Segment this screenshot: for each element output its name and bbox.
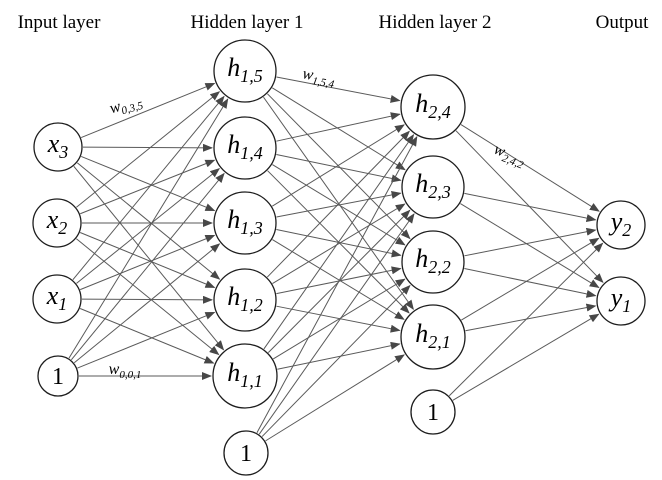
node-bias1-circle xyxy=(223,430,269,476)
edge-x2-h1_4 xyxy=(80,159,216,215)
edge-x1-h1_5 xyxy=(72,95,225,281)
weight-label-w_1_5_4: w1,5,4 xyxy=(301,65,337,90)
edge-h1_5-h2_3 xyxy=(271,87,406,171)
edge-x1-h1_4 xyxy=(76,168,221,284)
node-h2_3-label: h2,3 xyxy=(415,169,451,202)
edge-h1_3-h2_4 xyxy=(271,124,405,207)
edge-bias0-h1_4 xyxy=(70,172,225,361)
node-y1-label: y1 xyxy=(608,283,632,316)
node-h1_4-label: h1,4 xyxy=(227,130,263,163)
edge-h2_3-y2 xyxy=(464,192,597,222)
layer-title-output: Output xyxy=(595,12,649,33)
edge-h2_2-y2 xyxy=(464,227,597,257)
edge-h2_2-y1 xyxy=(464,268,597,298)
edge-h1_2-h2_3 xyxy=(272,203,406,284)
edge-h1_3-h2_1 xyxy=(272,239,405,320)
node-x2-label: x2 xyxy=(46,205,68,238)
node-bias2-circle xyxy=(410,389,456,435)
node-x2-circle xyxy=(32,198,82,248)
edge-bias1-h2_4 xyxy=(256,136,418,434)
node-x3-circle xyxy=(33,122,83,172)
node-x3-label: x3 xyxy=(47,129,69,162)
edge-h1_5-h2_1 xyxy=(263,96,414,311)
node-bias1-label: 1 xyxy=(240,441,252,467)
weight-label-w_0_0_1: w0,0,1 xyxy=(109,361,142,381)
node-h1_5-label: h1,5 xyxy=(227,53,263,86)
weight-label-w_0_3_5: w0,3,5 xyxy=(108,92,145,120)
edge-bias1-h2_2 xyxy=(261,284,411,437)
node-h1_5-circle xyxy=(213,39,277,103)
edge-h2_3-y1 xyxy=(460,203,600,289)
edge-h1_2-h2_1 xyxy=(276,305,401,333)
node-h1_2-label: h1,2 xyxy=(227,282,263,315)
node-h1_1-circle xyxy=(212,343,278,409)
edge-x2-h1_1 xyxy=(76,238,220,356)
node-h2_1-label: h2,1 xyxy=(415,319,451,352)
node-h2_2-circle xyxy=(401,230,465,294)
edge-h2_1-y1 xyxy=(465,303,597,332)
edge-x1-h1_1 xyxy=(79,308,215,364)
edge-x3-h1_5 xyxy=(80,82,216,139)
edge-bias2-y1 xyxy=(452,313,600,401)
edge-h1_1-h2_4 xyxy=(263,134,415,350)
layer-title-input: Input layer xyxy=(17,12,101,33)
edge-bias2-y2 xyxy=(448,242,604,397)
layer-title-hidden-1: Hidden layer 1 xyxy=(190,12,304,33)
node-h2_1-circle xyxy=(400,304,466,370)
edge-h1_5-h2_2 xyxy=(267,93,411,240)
node-h1_3-circle xyxy=(213,191,277,255)
edge-x2-h1_2 xyxy=(79,232,216,288)
edge-x2-h1_5 xyxy=(76,91,221,208)
edge-h1_3-h2_3 xyxy=(276,190,402,218)
edge-x3-h1_1 xyxy=(73,166,225,351)
edge-h1_1-h2_1 xyxy=(277,341,401,370)
node-h2_4-circle xyxy=(400,74,466,140)
node-h1_2-circle xyxy=(213,268,277,332)
edge-h2_1-y2 xyxy=(461,237,600,321)
node-x1-label: x1 xyxy=(46,281,68,314)
node-y1-circle xyxy=(596,276,646,326)
node-h1_3-label: h1,3 xyxy=(227,205,263,238)
edge-h2_4-y2 xyxy=(460,124,600,212)
edge-bias0-h1_3 xyxy=(73,243,221,364)
node-bias0-label: 1 xyxy=(52,364,64,390)
edge-x3-h1_3 xyxy=(80,155,216,212)
node-y2-label: y2 xyxy=(608,207,632,240)
weight-label-w_2_4_2: w2,4,2 xyxy=(490,141,528,172)
node-bias2-label: 1 xyxy=(427,400,439,426)
edge-h1_4-h2_4 xyxy=(276,112,401,142)
edge-bias1-h2_3 xyxy=(258,213,415,435)
edge-x1-h1_2 xyxy=(81,295,214,304)
node-y2-circle xyxy=(596,200,646,250)
node-x1-circle xyxy=(32,274,82,324)
edge-x1-h1_3 xyxy=(79,234,216,291)
edge-x3-h1_4 xyxy=(82,143,214,152)
edge-bias1-h2_1 xyxy=(265,354,405,442)
edge-h1_5-h2_4 xyxy=(276,76,401,103)
node-h2_4-label: h2,4 xyxy=(415,89,451,122)
node-h2_2-label: h2,2 xyxy=(415,244,451,277)
node-bias0-circle xyxy=(37,355,79,397)
edge-h1_2-h2_4 xyxy=(266,130,410,278)
node-h2_3-circle xyxy=(401,155,465,219)
edge-x3-h1_2 xyxy=(77,162,221,280)
layer-title-hidden-2: Hidden layer 2 xyxy=(378,12,492,33)
edges-group xyxy=(68,76,604,442)
edge-h1_1-h2_2 xyxy=(272,278,406,360)
edge-bias0-h1_5 xyxy=(68,98,229,359)
node-h1_1-label: h1,1 xyxy=(227,358,263,391)
edge-bias0-h1_2 xyxy=(77,311,216,369)
node-h1_4-circle xyxy=(213,116,277,180)
nodes-group: x3 x2 x1 1 h1,5 h1,4 h1,3 h1,2 h1,1 1 h2,4 h2,3 h2,2… xyxy=(32,39,646,476)
edge-h1_4-h2_3 xyxy=(276,154,402,183)
